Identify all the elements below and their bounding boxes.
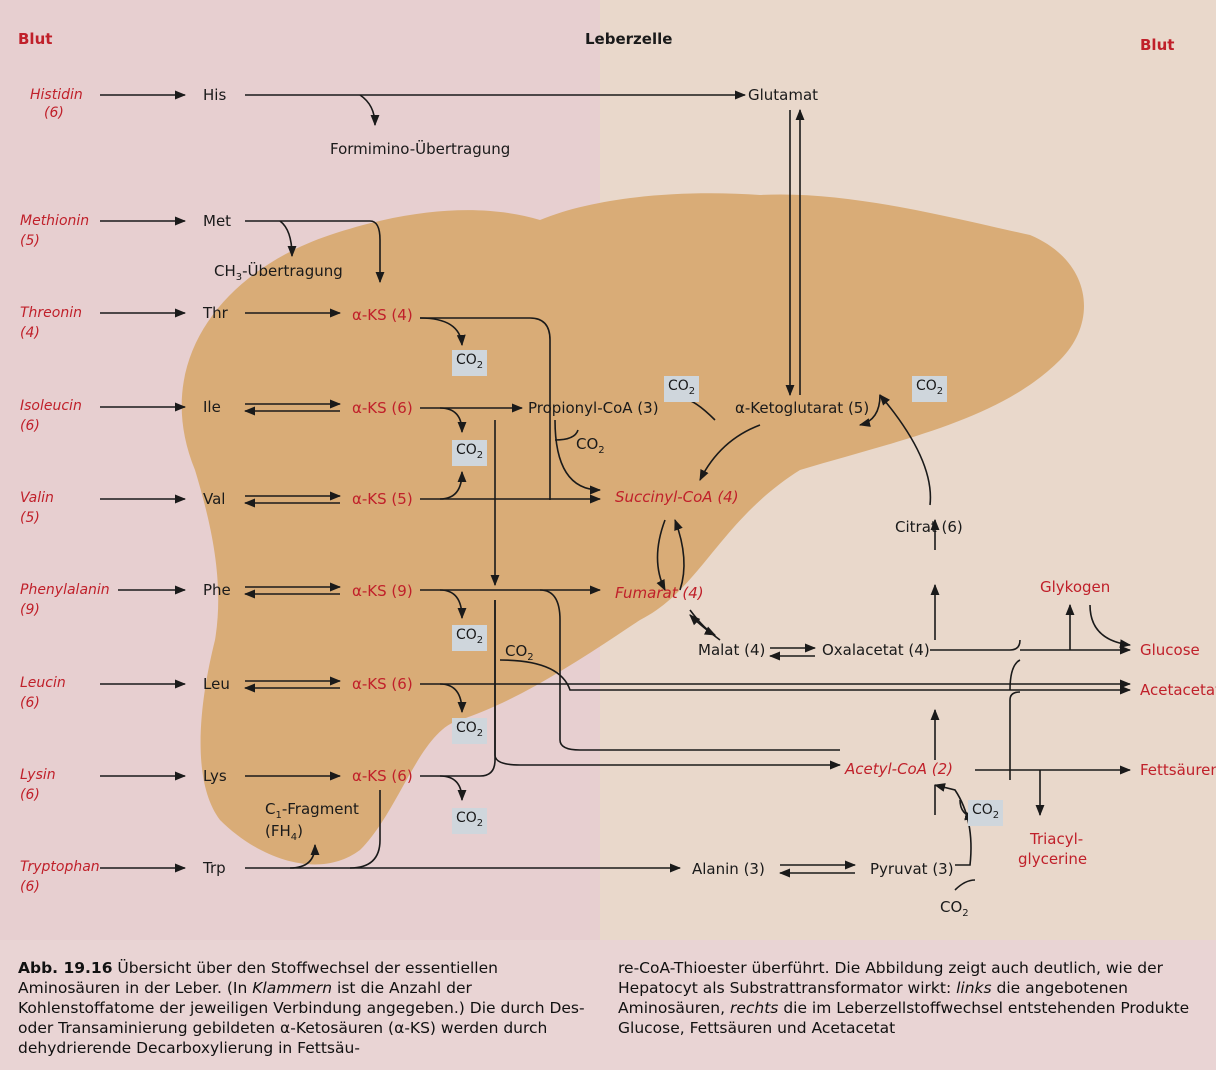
co2-box: CO2 xyxy=(912,376,947,402)
blood-label-right: Blut xyxy=(1140,36,1174,54)
aa-methionin: Methionin xyxy=(20,212,89,230)
node-glykogen: Glykogen xyxy=(1040,578,1110,596)
keto-thr: α-KS (4) xyxy=(352,306,413,324)
aa-lysin-count: (6) xyxy=(20,786,40,804)
co2-box: CO2 xyxy=(452,808,487,834)
abbr-met: Met xyxy=(203,212,231,230)
co2-box: CO2 xyxy=(452,718,487,744)
aa-tryptophan: Tryptophan xyxy=(20,858,100,876)
node-acetyl-coa: Acetyl-CoA (2) xyxy=(845,760,953,778)
aa-histidin: Histidin xyxy=(30,86,83,104)
diagram-title: Leberzelle xyxy=(585,30,672,48)
keto-phe: α-KS (9) xyxy=(352,582,413,600)
node-propionyl-coa: Propionyl-CoA (3) xyxy=(528,399,659,417)
co2-box: CO2 xyxy=(452,440,487,466)
abbr-val: Val xyxy=(203,490,225,508)
node-alanin: Alanin (3) xyxy=(692,860,765,878)
caption-right: re-CoA-Thioester überführt. Die Abbildun… xyxy=(618,958,1208,1038)
node-formimino: Formimino-Übertragung xyxy=(330,140,510,158)
aa-valin: Valin xyxy=(20,489,54,507)
node-pyruvat: Pyruvat (3) xyxy=(870,860,954,878)
node-oxalacetat: Oxalacetat (4) xyxy=(822,641,930,659)
keto-ile: α-KS (6) xyxy=(352,399,413,417)
aa-methionin-count: (5) xyxy=(20,232,40,250)
aa-leucin: Leucin xyxy=(20,674,66,692)
co2-label: CO2 xyxy=(940,898,969,923)
abbr-his: His xyxy=(203,86,226,104)
co2-label: CO2 xyxy=(576,435,605,460)
co2-box: CO2 xyxy=(452,350,487,376)
keto-leu: α-KS (6) xyxy=(352,675,413,693)
caption-left: Abb. 19.16 Übersicht über den Stoffwechs… xyxy=(18,958,603,1058)
pathway-diagram: Blut Leberzelle Blut Histidin (6) Methio… xyxy=(0,0,1216,940)
aa-threonin: Threonin xyxy=(20,304,82,322)
abbr-phe: Phe xyxy=(203,581,231,599)
co2-box: CO2 xyxy=(452,625,487,651)
co2-label: CO2 xyxy=(505,642,534,667)
node-glycerine: glycerine xyxy=(1018,850,1087,868)
blood-label-left: Blut xyxy=(18,30,52,48)
abbr-ile: Ile xyxy=(203,398,221,416)
keto-lys: α-KS (6) xyxy=(352,767,413,785)
node-glutamat: Glutamat xyxy=(748,86,818,104)
abbr-lys: Lys xyxy=(203,767,227,785)
node-fumarat: Fumarat (4) xyxy=(615,584,704,602)
aa-phenylalanin: Phenylalanin xyxy=(20,581,110,599)
product-acetacetat: Acetacetat xyxy=(1140,681,1216,699)
node-ketoglutarat: α-Ketoglutarat (5) xyxy=(735,399,869,417)
aa-lysin: Lysin xyxy=(20,766,56,784)
node-ch3-transfer: CH3-Übertragung xyxy=(214,262,343,287)
node-fh4: (FH4) xyxy=(265,822,303,847)
abbr-trp: Trp xyxy=(203,859,226,877)
co2-box: CO2 xyxy=(664,376,699,402)
diagram-graphics xyxy=(0,0,1216,940)
aa-isoleucin: Isoleucin xyxy=(20,397,82,415)
aa-isoleucin-count: (6) xyxy=(20,417,40,435)
aa-leucin-count: (6) xyxy=(20,694,40,712)
product-fettsaeuren: Fettsäuren xyxy=(1140,761,1216,779)
product-glucose: Glucose xyxy=(1140,641,1200,659)
node-triacyl: Triacyl- xyxy=(1030,830,1083,848)
keto-val: α-KS (5) xyxy=(352,490,413,508)
abbr-thr: Thr xyxy=(203,304,228,322)
node-succinyl-coa: Succinyl-CoA (4) xyxy=(615,488,739,506)
aa-phenylalanin-count: (9) xyxy=(20,601,40,619)
abbr-leu: Leu xyxy=(203,675,230,693)
aa-tryptophan-count: (6) xyxy=(20,878,40,896)
node-malat: Malat (4) xyxy=(698,641,765,659)
aa-histidin-count: (6) xyxy=(44,104,64,122)
co2-box: CO2 xyxy=(968,800,1003,826)
aa-threonin-count: (4) xyxy=(20,324,40,342)
aa-valin-count: (5) xyxy=(20,509,40,527)
node-citrat: Citrat (6) xyxy=(895,518,963,536)
